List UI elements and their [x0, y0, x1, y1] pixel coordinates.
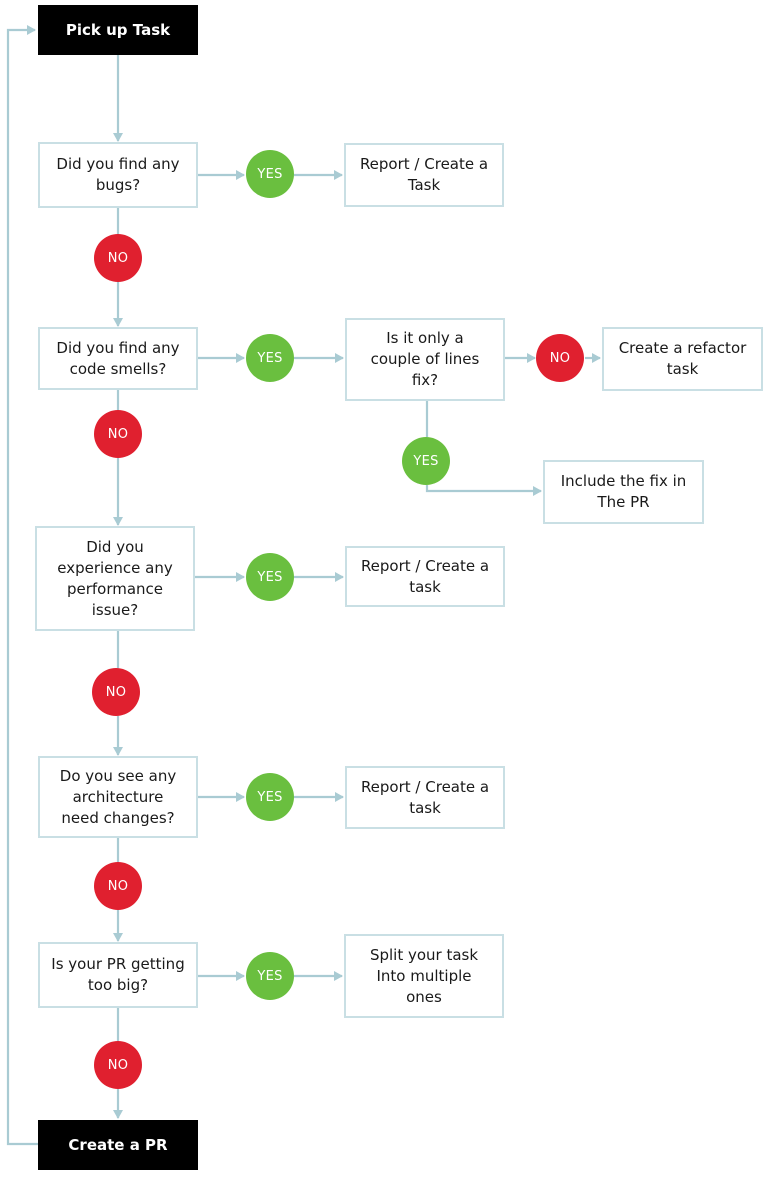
question-bugs: Did you find any bugs?: [38, 142, 198, 208]
yes-badge-bugs: YES: [246, 150, 294, 198]
action-report-bug: Report / Create a Task: [344, 143, 504, 207]
action-report-architecture: Report / Create a task: [345, 766, 505, 829]
action-split-task: Split your task Into multiple ones: [344, 934, 504, 1018]
question-pr-size: Is your PR getting too big?: [38, 942, 198, 1008]
action-create-refactor: Create a refactor task: [602, 327, 763, 391]
action-report-performance: Report / Create a task: [345, 546, 505, 607]
no-badge-architecture: NO: [94, 862, 142, 910]
yes-badge-code-smells: YES: [246, 334, 294, 382]
connector-loop-back: [6, 25, 38, 1146]
no-badge-performance: NO: [92, 668, 140, 716]
question-performance: Did you experience any performance issue…: [35, 526, 195, 631]
end-node: Create a PR: [38, 1120, 198, 1170]
no-badge-pr-size: NO: [94, 1041, 142, 1089]
no-badge-bugs: NO: [94, 234, 142, 282]
yes-badge-performance: YES: [246, 553, 294, 601]
question-architecture: Do you see any architecture need changes…: [38, 756, 198, 838]
question-lines-fix: Is it only a couple of lines fix?: [345, 318, 505, 401]
action-include-fix: Include the fix in The PR: [543, 460, 704, 524]
connector-yes-fix: [425, 485, 542, 496]
no-badge-lines-fix: NO: [536, 334, 584, 382]
yes-badge-lines-fix: YES: [402, 437, 450, 485]
yes-badge-architecture: YES: [246, 773, 294, 821]
question-code-smells: Did you find any code smells?: [38, 327, 198, 390]
no-badge-code-smells: NO: [94, 410, 142, 458]
start-node: Pick up Task: [38, 5, 198, 55]
yes-badge-pr-size: YES: [246, 952, 294, 1000]
